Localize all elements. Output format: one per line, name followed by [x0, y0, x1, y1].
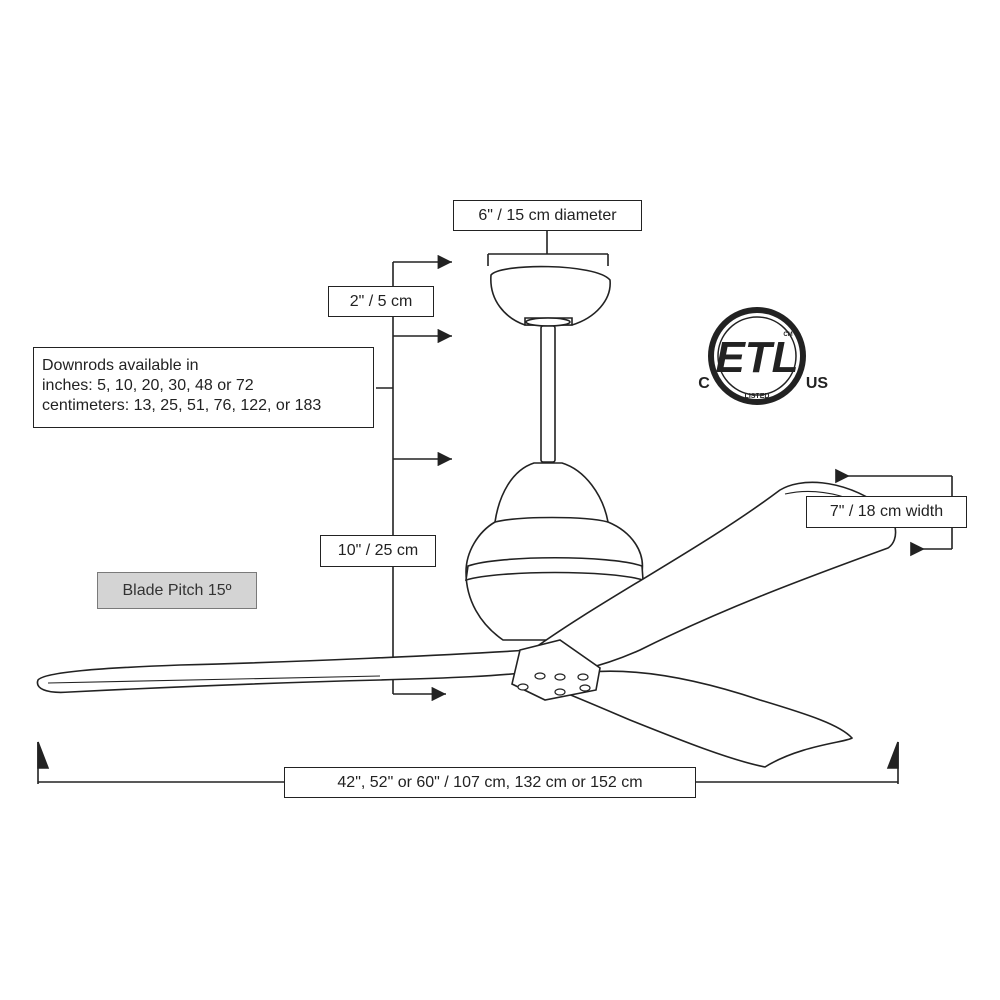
fan-hub — [511, 639, 601, 701]
blade-width-bracket — [835, 468, 953, 557]
svg-text:ETL: ETL — [715, 333, 798, 382]
downrods-info-box: Downrods available in inches: 5, 10, 20,… — [33, 347, 374, 428]
svg-text:CM: CM — [783, 332, 792, 338]
body-height-label: 10" / 25 cm — [320, 535, 436, 567]
canopy-diameter-label: 6" / 15 cm diameter — [453, 200, 642, 231]
fan-blade-right-lower — [537, 670, 854, 768]
canopy-diameter-bracket — [487, 230, 609, 266]
canopy-height-label: 2" / 5 cm — [328, 286, 434, 317]
downrods-line-1: Downrods available in — [42, 357, 199, 374]
fan-blade-left — [36, 649, 531, 694]
svg-text:C: C — [698, 375, 710, 392]
fan-canopy — [490, 265, 611, 326]
blade-width-label: 7" / 18 cm width — [806, 496, 967, 528]
fan-illustration — [36, 265, 897, 768]
downrods-line-2: inches: 5, 10, 20, 30, 48 or 72 — [42, 377, 254, 394]
span-label: 42", 52" or 60" / 107 cm, 132 cm or 152 … — [284, 767, 696, 798]
downrods-line-3: centimeters: 13, 25, 51, 76, 122, or 183 — [42, 397, 322, 414]
fan-downrod — [540, 325, 556, 463]
svg-text:US: US — [806, 375, 829, 392]
fan-blade-right-upper — [524, 481, 897, 679]
etl-listed-logo: ETL CM LISTED C US — [698, 307, 829, 405]
svg-text:LISTED: LISTED — [745, 393, 770, 400]
vertical-dimension — [376, 254, 452, 702]
blade-pitch-label: Blade Pitch 15º — [97, 572, 257, 609]
